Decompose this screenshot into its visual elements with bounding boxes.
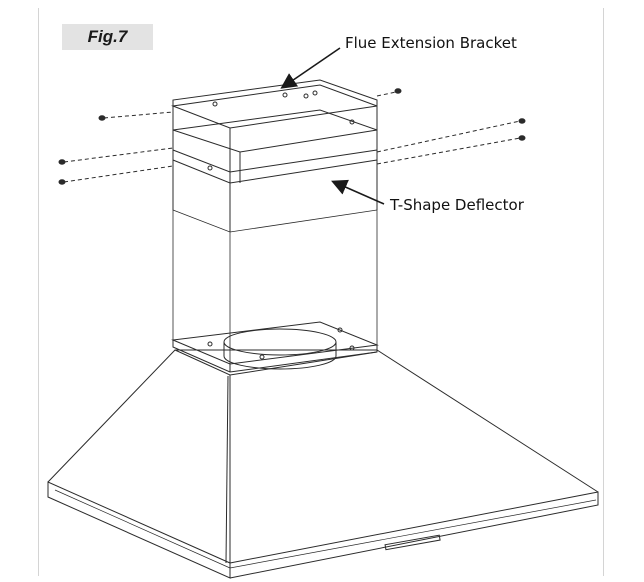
control-panel: [384, 534, 441, 551]
figure-frame: [38, 8, 604, 576]
screw-heads: [58, 88, 526, 185]
upper-chimney: [171, 79, 378, 232]
deflector-arrow: [331, 179, 385, 205]
figure-label: Fig.7: [62, 24, 153, 50]
flue-extension-bracket: [207, 90, 355, 171]
callout-t-shape-deflector: T-Shape Deflector: [390, 196, 524, 214]
flue-bracket-arrow: [280, 47, 341, 89]
hood-body: [47, 349, 599, 579]
lower-chimney: [172, 209, 378, 364]
t-shape-deflector: [172, 109, 378, 184]
callout-flue-extension-bracket: Flue Extension Bracket: [345, 34, 517, 52]
mounting-screws: [63, 91, 521, 183]
